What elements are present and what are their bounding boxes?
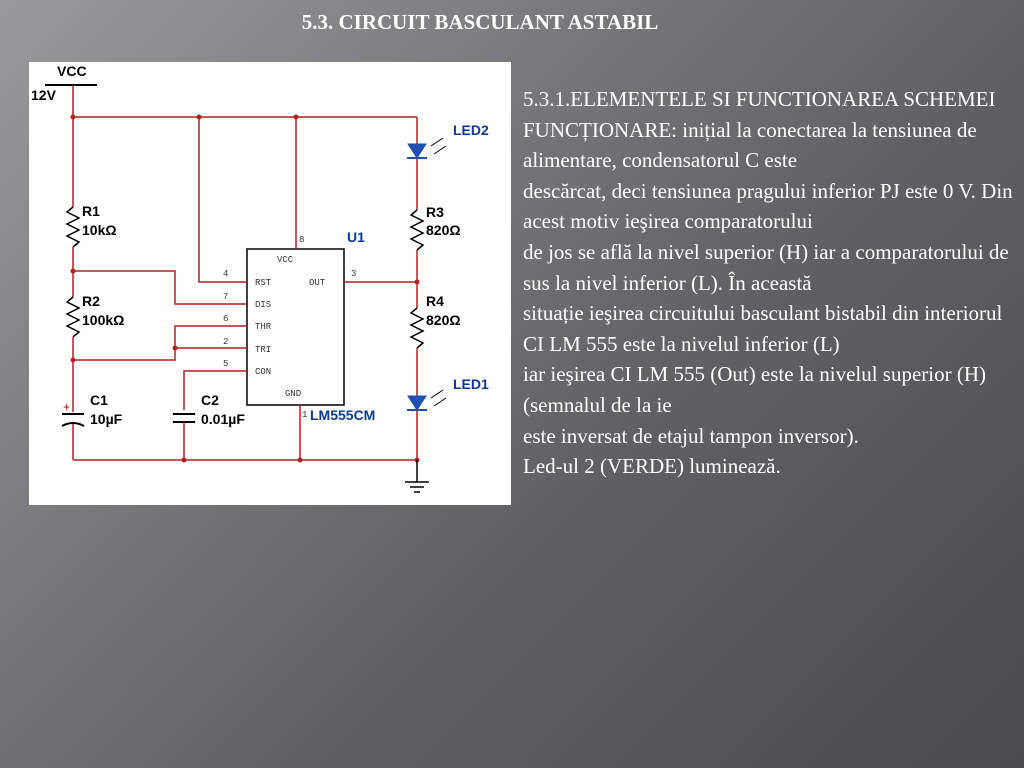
pin7-wire bbox=[73, 270, 247, 305]
pin-number-2: 2 bbox=[223, 337, 228, 347]
c1-ref: C1 bbox=[90, 392, 108, 408]
junction-dot bbox=[172, 345, 178, 351]
r2-ref: R2 bbox=[82, 293, 100, 309]
c1-value: 10µF bbox=[90, 411, 123, 427]
text-line: iar ieşirea CI LM 555 (Out) este la nive… bbox=[523, 362, 987, 417]
pin-number-5: 5 bbox=[223, 359, 228, 369]
r4-value: 820Ω bbox=[426, 312, 461, 328]
led1-diode bbox=[407, 395, 427, 411]
circuit-schematic: VCC 12V R1 10kΩ R2 100kΩ + C1 10µF bbox=[29, 62, 511, 505]
pin-label-thr: THR bbox=[255, 322, 272, 332]
pin-label-tri: TRI bbox=[255, 345, 271, 355]
body-text: 5.3.1.ELEMENTELE SI FUNCTIONAREA SCHEMEI… bbox=[523, 84, 1013, 482]
resistor-r1 bbox=[65, 206, 81, 248]
pin-number-3: 3 bbox=[351, 269, 356, 279]
pin-label-gnd: GND bbox=[285, 389, 301, 399]
r1-value: 10kΩ bbox=[82, 222, 117, 238]
ic-ref: U1 bbox=[347, 229, 365, 245]
pin-number-6: 6 bbox=[223, 314, 228, 324]
pin-label-rst: RST bbox=[255, 278, 272, 288]
led2-diode bbox=[407, 143, 427, 159]
pin-number-7: 7 bbox=[223, 292, 228, 302]
schematic-drawing: VCC 12V R1 10kΩ R2 100kΩ + C1 10µF bbox=[31, 63, 489, 493]
r2-value: 100kΩ bbox=[82, 312, 124, 328]
section-heading: 5.3.1.ELEMENTELE SI FUNCTIONAREA SCHEMEI bbox=[523, 87, 996, 111]
c1-polarity: + bbox=[63, 400, 70, 414]
r1-ref: R1 bbox=[82, 203, 100, 219]
vcc-label: VCC bbox=[57, 63, 87, 79]
r3-ref: R3 bbox=[426, 204, 444, 220]
led1-ref: LED1 bbox=[453, 376, 489, 392]
pin-label-out: OUT bbox=[309, 278, 326, 288]
text-line: este inversat de etajul tampon inversor)… bbox=[523, 423, 859, 448]
text-line: de jos se află la nivel superior (H) iar… bbox=[523, 239, 1009, 295]
resistor-r3 bbox=[409, 209, 425, 251]
text-line: situație ieşirea circuitului basculant b… bbox=[523, 301, 1003, 356]
pin-number-4: 4 bbox=[223, 269, 228, 279]
r4-ref: R4 bbox=[426, 293, 444, 309]
c2-value: 0.01µF bbox=[201, 411, 245, 427]
vcc-value-label: 12V bbox=[31, 87, 57, 103]
r3-value: 820Ω bbox=[426, 222, 461, 238]
text-line: descărcat, deci tensiunea pragului infer… bbox=[523, 178, 1013, 234]
text-line: FUNCȚIONARE: inițial la conectarea la te… bbox=[523, 117, 977, 173]
pin6-wire bbox=[73, 325, 247, 361]
resistor-r2 bbox=[65, 296, 81, 338]
pin4-wire bbox=[198, 117, 247, 283]
ic-part-number: LM555CM bbox=[310, 407, 375, 423]
pin-number-1: 1 bbox=[302, 410, 307, 420]
led2-ref: LED2 bbox=[453, 122, 489, 138]
resistor-r4 bbox=[409, 307, 425, 349]
capacitor-c1-plate bbox=[61, 422, 85, 427]
pin-label-vcc: VCC bbox=[277, 255, 294, 265]
text-line: Led-ul 2 (VERDE) luminează. bbox=[523, 454, 781, 479]
ic-lm555-body bbox=[246, 248, 345, 406]
c2-ref: C2 bbox=[201, 392, 219, 408]
pin5-wire bbox=[183, 370, 247, 410]
pin-label-dis: DIS bbox=[255, 300, 271, 310]
pin-label-con: CON bbox=[255, 367, 271, 377]
slide-title: 5.3. CIRCUIT BASCULANT ASTABIL bbox=[301, 10, 659, 34]
pin-number-8: 8 bbox=[299, 235, 304, 245]
